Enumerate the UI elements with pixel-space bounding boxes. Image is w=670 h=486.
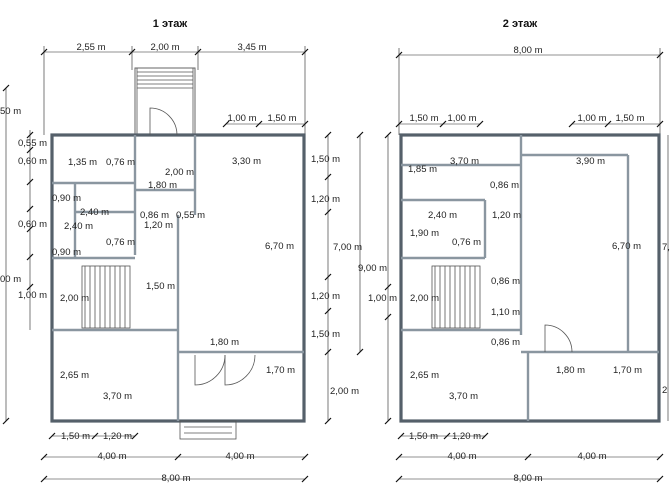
floor-2-room-labels: 3,70 m 3,90 m 1,85 m 0,86 m 2,40 m 1,20 … <box>408 156 642 402</box>
dim-label: 4,00 m <box>447 451 476 462</box>
room-dim: 2,40 m <box>428 210 457 221</box>
room-dim: 2,40 m <box>64 221 93 232</box>
dim-label: 1,00 m <box>227 113 256 124</box>
room-dim: 3,30 m <box>232 156 261 167</box>
room-dim: 2,40 m <box>80 207 109 218</box>
floor-2-right-dimensions: 7, 2 <box>662 135 670 421</box>
room-dim: 0,86 m <box>491 276 520 287</box>
dim-label: 2,55 m <box>76 42 105 53</box>
room-dim: 0,76 m <box>106 157 135 168</box>
room-dim: 0,86 m <box>490 180 519 191</box>
dim-label: 3,45 m <box>237 42 266 53</box>
floor-1-bottom-dimensions: 1,50 m 1,20 m 4,00 m 4,00 m 8,00 m <box>40 431 309 484</box>
floor-1-stairs <box>81 265 131 329</box>
floor-2-partitions <box>401 135 659 421</box>
room-dim: 1,50 m <box>146 281 175 292</box>
dim-label: 7,00 m <box>333 242 362 253</box>
dim-label: 1,50 m <box>409 113 438 124</box>
dim-label: 7, <box>662 242 670 253</box>
dim-label: 1,50 m <box>409 431 438 442</box>
floor-2-outer-walls <box>399 133 661 423</box>
floor-1-right-dimensions: 1,50 m 1,20 m 7,00 m 1,20 m 1,50 m 2,00 … <box>311 131 364 425</box>
room-dim: 1,85 m <box>408 164 437 175</box>
room-dim: 1,80 m <box>210 337 239 348</box>
room-dim: 6,70 m <box>612 241 641 252</box>
room-dim: 0,76 m <box>452 237 481 248</box>
dim-label: 1,00 m <box>368 293 397 304</box>
dim-label: 0,60 m <box>18 156 47 167</box>
room-dim: 0,86 m <box>140 210 169 221</box>
room-dim: 1,80 m <box>148 180 177 191</box>
floor-2-doors <box>544 324 573 353</box>
room-dim: 1,35 m <box>68 157 97 168</box>
dim-label: 8,00 m <box>161 473 190 484</box>
room-dim: 2,00 m <box>60 293 89 304</box>
dim-label: 4,00 m <box>97 451 126 462</box>
room-dim: 0,55 m <box>176 210 205 221</box>
dim-label: 1,00 m <box>447 113 476 124</box>
room-dim: 1,70 m <box>266 365 295 376</box>
floor-1-partitions <box>52 135 304 421</box>
dim-label: 4,00 m <box>225 451 254 462</box>
floor-2-title: 2 этаж <box>503 18 538 30</box>
floor-1-plan: 1 этаж 2,55 m 2,00 m 3,45 m 1,00 m 1,50 … <box>0 18 364 484</box>
room-dim: 0,76 m <box>106 237 135 248</box>
room-dim: 1,80 m <box>556 365 585 376</box>
floor-2-bottom-dimensions: 1,50 m 1,20 m 4,00 m 4,00 m 8,00 m <box>395 431 664 484</box>
dim-label: 1,50 m <box>615 113 644 124</box>
room-dim: 3,70 m <box>450 156 479 167</box>
dim-label: 4,00 m <box>577 451 606 462</box>
dim-label: 2,00 m <box>150 42 179 53</box>
floor-1-room-labels: 1,35 m 0,76 m 2,00 m 1,80 m 2,40 m 2,40 … <box>60 156 295 402</box>
floor-2-plan: 2 этаж 8,00 m 1,50 m 1,00 m 1,00 m 1,50 … <box>358 18 670 484</box>
dim-label: 1,20 m <box>311 194 340 205</box>
room-dim: 1,70 m <box>613 365 642 376</box>
dim-label: 0,55 m <box>18 138 47 149</box>
floor-2-stairs <box>431 265 481 329</box>
dim-label: 1,50 m <box>267 113 296 124</box>
floor-1-doors <box>149 107 256 440</box>
room-dim: 2,00 m <box>165 167 194 178</box>
dim-label: 8,00 m <box>513 473 542 484</box>
floor-2-left-dimensions: 9,00 m 1,00 m <box>358 131 397 425</box>
room-dim: 1,10 m <box>491 307 520 318</box>
room-dim: 2,65 m <box>410 370 439 381</box>
dim-label: 0,90 m <box>52 193 81 204</box>
room-dim: 3,70 m <box>103 391 132 402</box>
room-dim: 1,20 m <box>144 220 173 231</box>
floor-1-top-dimensions: 2,55 m 2,00 m 3,45 m 1,00 m 1,50 m <box>40 42 309 135</box>
dim-label: 1,50 m <box>311 329 340 340</box>
dim-label: 1,20 m <box>452 431 481 442</box>
floor-1-left-dimensions: 0,55 m 0,60 m 0,90 m 0,60 m 0,90 m 1,00 … <box>0 84 81 425</box>
floor-2-top-dimensions: 8,00 m 1,50 m 1,00 m 1,00 m 1,50 m <box>395 45 664 135</box>
dim-label: 1,00 m <box>18 290 47 301</box>
room-dim: 6,70 m <box>265 241 294 252</box>
dim-label: 00 m <box>0 274 21 285</box>
dim-label: 1,50 m <box>61 431 90 442</box>
dim-label: 50 m <box>0 106 21 117</box>
room-dim: 0,86 m <box>491 337 520 348</box>
dim-label: 1,00 m <box>577 113 606 124</box>
room-dim: 3,70 m <box>449 391 478 402</box>
dim-label: 9,00 m <box>358 263 387 274</box>
dim-label: 8,00 m <box>513 45 542 56</box>
room-dim: 2,00 m <box>410 293 439 304</box>
dim-label: 0,60 m <box>18 219 47 230</box>
dim-label: 1,20 m <box>311 291 340 302</box>
room-dim: 2,65 m <box>60 370 89 381</box>
floor-1-porch-top <box>134 67 196 135</box>
dim-label: 0,90 m <box>52 247 81 258</box>
dim-label: 1,20 m <box>103 431 132 442</box>
room-dim: 1,20 m <box>492 210 521 221</box>
dim-label: 2 <box>662 385 667 396</box>
dim-label: 2,00 m <box>330 386 359 397</box>
room-dim: 1,90 m <box>410 228 439 239</box>
room-dim: 3,90 m <box>576 156 605 167</box>
dim-label: 1,50 m <box>311 154 340 165</box>
floor-1-title: 1 этаж <box>153 18 188 30</box>
